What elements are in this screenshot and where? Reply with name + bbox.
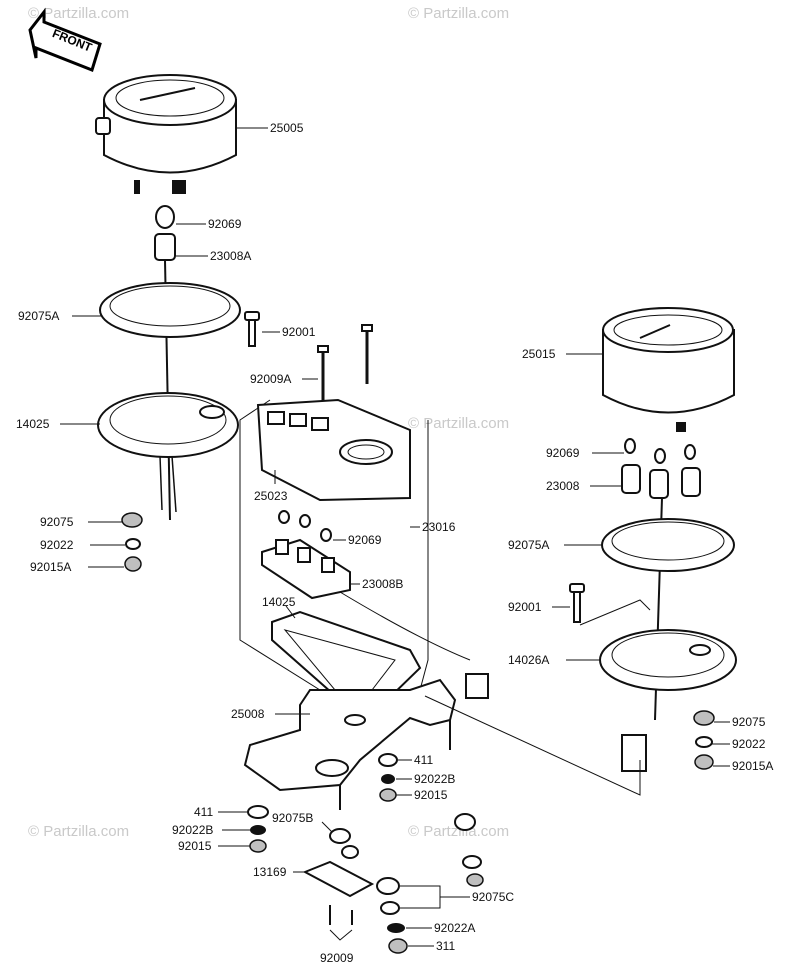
bulb-92069-top	[155, 205, 175, 229]
watermark: © Partzilla.com	[28, 823, 129, 840]
watermark: © Partzilla.com	[408, 415, 509, 432]
nut-92015A-left	[124, 556, 142, 572]
label-14025-left: 14025	[16, 417, 50, 431]
part-labels: 25005 92069 23008A 92075A 92001 92009A 1…	[16, 121, 773, 965]
bracket-25008	[243, 678, 457, 810]
washer-92022-left	[125, 538, 141, 550]
label-92001-left: 92001	[282, 325, 316, 339]
case-14026A	[599, 629, 737, 691]
nut-92015-left	[249, 839, 267, 853]
label-14026A: 14026A	[508, 653, 549, 667]
label-92022B-right: 92022B	[414, 772, 455, 786]
nut-92075-left	[121, 512, 143, 528]
label-23008: 23008	[546, 479, 580, 493]
label-23016: 23016	[422, 520, 456, 534]
bolt-92001-right	[569, 583, 585, 623]
label-92069-top: 92069	[208, 217, 242, 231]
label-92075A-left: 92075A	[18, 309, 59, 323]
connector-right	[621, 734, 647, 772]
label-92022-left: 92022	[40, 538, 74, 552]
label-25023: 25023	[254, 489, 288, 503]
label-92022A: 92022A	[434, 921, 475, 935]
label-14025-mid: 14025	[262, 595, 296, 609]
socket-23008A	[154, 233, 176, 521]
label-92022-right: 92022	[732, 737, 766, 751]
grommet-92075B	[329, 828, 359, 859]
ring-92075A-right	[601, 518, 735, 572]
washer-92022B-left	[250, 825, 266, 835]
label-25008: 25008	[231, 707, 265, 721]
nut-311	[388, 938, 408, 954]
label-92075A-right: 92075A	[508, 538, 549, 552]
label-92022B-left: 92022B	[172, 823, 213, 837]
label-92069-right: 92069	[546, 446, 580, 460]
washer-92022-right	[695, 736, 713, 748]
socket-23008B	[261, 538, 489, 699]
case-14025-left	[97, 392, 239, 458]
label-13169: 13169	[253, 865, 287, 879]
cover-25023	[256, 398, 411, 502]
label-92015-left: 92015	[178, 839, 212, 853]
watermark: © Partzilla.com	[408, 823, 509, 840]
label-92015A-left: 92015A	[30, 560, 71, 574]
grommets-92075C	[376, 813, 484, 915]
bulbs-92069-mid	[278, 510, 332, 542]
label-92075B: 92075B	[272, 811, 313, 825]
plate-13169	[302, 860, 375, 925]
label-92015A-right: 92015A	[732, 759, 773, 773]
nut-92075-right	[693, 710, 715, 726]
label-92075-right: 92075	[732, 715, 766, 729]
label-411-left: 411	[194, 805, 213, 819]
bulbs-92069-right	[624, 438, 696, 464]
watermark: © Partzilla.com	[28, 5, 129, 22]
label-23008A: 23008A	[210, 249, 251, 263]
right-meter-25015	[602, 307, 735, 432]
left-meter-25005	[95, 74, 237, 194]
label-92015-right: 92015	[414, 788, 448, 802]
washer-411-right	[378, 753, 398, 767]
ring-92075A-left	[99, 282, 241, 338]
label-92069-mid: 92069	[348, 533, 382, 547]
label-92009: 92009	[320, 951, 354, 965]
leader-lines	[60, 127, 730, 947]
washer-411-left	[247, 805, 269, 819]
washer-92022B-right	[381, 774, 395, 784]
label-411-right: 411	[414, 753, 433, 767]
label-25015: 25015	[522, 347, 556, 361]
watermark: © Partzilla.com	[408, 5, 509, 22]
label-25005: 25005	[270, 121, 304, 135]
label-92001-right: 92001	[508, 600, 542, 614]
bolt-92009A	[317, 324, 373, 412]
label-23008B: 23008B	[362, 577, 403, 591]
bolt-92001-left	[244, 311, 260, 347]
label-311: 311	[436, 939, 455, 953]
label-92075-left: 92075	[40, 515, 74, 529]
label-92009A: 92009A	[250, 372, 291, 386]
label-92075C: 92075C	[472, 890, 514, 904]
washer-92022A	[387, 923, 405, 933]
nut-92015A-right	[694, 754, 714, 770]
nut-92015-right	[379, 788, 397, 802]
